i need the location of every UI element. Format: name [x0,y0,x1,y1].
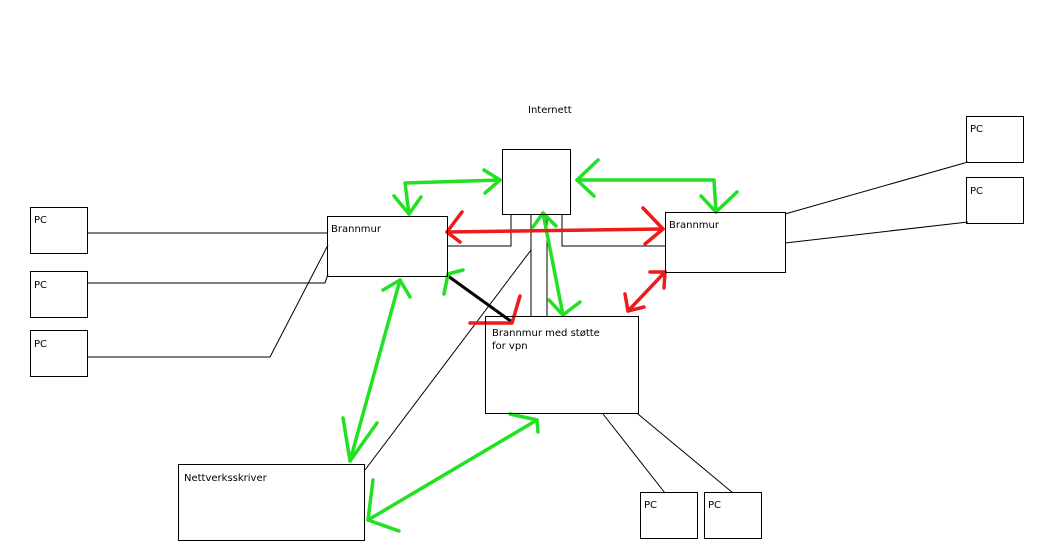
green-arrow-printer-vpn-firewall [366,418,539,522]
link-firewall-right-pc-right-1 [784,161,969,215]
link-firewall-right-pc-right-2 [784,221,969,244]
arrowhead [531,211,558,229]
link-pc-left-3-firewall-left [88,244,329,358]
green-arrow-internet-firewall-right [575,178,718,214]
link-pc-left-2-firewall-left [88,273,329,284]
pc-left-2-box: PC [30,271,88,318]
arrowhead [366,478,401,533]
network-printer-box: Nettverksskriver [178,464,365,541]
link-firewall-left-internet [448,215,512,247]
red-mark-vpn-firewall [468,294,522,325]
arrowhead [341,416,379,463]
arrowhead [547,298,582,317]
thick-link-firewall-left-vpn [446,274,514,324]
arrowhead [699,190,739,214]
pc-right-1-box: PC [966,116,1024,163]
firewall-right-box: Brannmur [665,212,786,273]
arrowhead [445,210,464,244]
red-arrow-firewall-left-firewall-right [445,227,665,234]
pc-left-3-box: PC [30,330,88,377]
pc-bottom-1-box: PC [640,492,698,539]
arrowhead [392,194,423,216]
firewall-left-box: Brannmur [327,216,448,277]
red-arrow-firewall-right-vpn-firewall [626,270,667,313]
pc-left-1-box: PC [30,207,88,254]
link-printer-internet [364,249,532,471]
green-arrows [341,158,739,533]
link-vpn-firewall-pc-bottom-1 [602,413,666,494]
green-arrow-firewall-left-printer [348,278,402,463]
link-vpn-firewall-pc-bottom-2 [637,413,734,494]
arrowhead [575,158,600,198]
arrowhead [641,206,665,246]
arrowhead [381,278,412,299]
internet-cloud-box [502,149,571,215]
link-firewall-right-internet [561,215,666,247]
arrowhead [508,412,540,434]
vpn-firewall-box: Brannmur med støtte for vpn [485,316,639,414]
internet-label: Internett [528,105,572,116]
arrowhead [623,292,646,313]
green-stub-near-firewall-left [442,268,465,296]
green-arrow-firewall-left-internet [403,178,502,216]
green-arrow-internet-vpn-firewall [541,211,565,317]
arrowhead [482,168,502,195]
pc-bottom-2-box: PC [704,492,762,539]
pc-right-2-box: PC [966,177,1024,224]
